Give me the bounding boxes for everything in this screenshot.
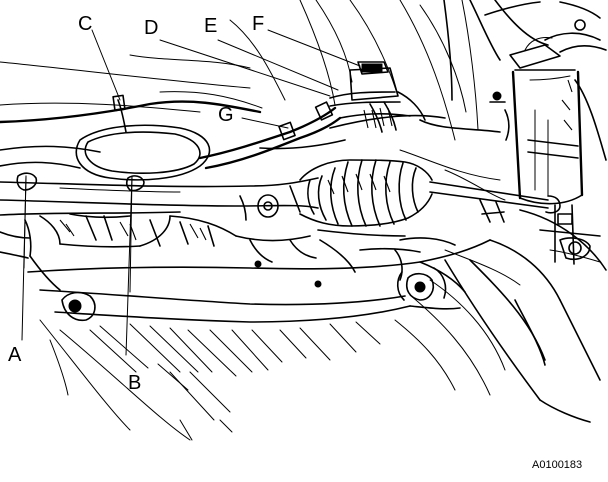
steering-rack-boot bbox=[299, 159, 433, 227]
underbody-hatching bbox=[39, 319, 381, 441]
background-body-contours bbox=[0, 0, 506, 201]
figure-number: A0100183 bbox=[532, 459, 582, 471]
callout-b: B bbox=[128, 372, 141, 394]
tie-rod bbox=[429, 181, 561, 223]
callout-d: D bbox=[144, 17, 158, 39]
callout-c: C bbox=[78, 13, 92, 35]
callout-f: F bbox=[252, 13, 264, 35]
callout-g: G bbox=[218, 104, 234, 126]
callout-a: A bbox=[8, 344, 22, 366]
front-subframe bbox=[27, 229, 491, 323]
suspension-strut bbox=[469, 0, 607, 205]
wheel-hub bbox=[394, 204, 607, 423]
rack-mount-brackets bbox=[0, 215, 322, 288]
callout-e: E bbox=[204, 15, 217, 37]
wire-harness bbox=[0, 61, 426, 192]
steering-rack-housing bbox=[0, 177, 319, 221]
callout-leader-lines bbox=[21, 29, 361, 356]
